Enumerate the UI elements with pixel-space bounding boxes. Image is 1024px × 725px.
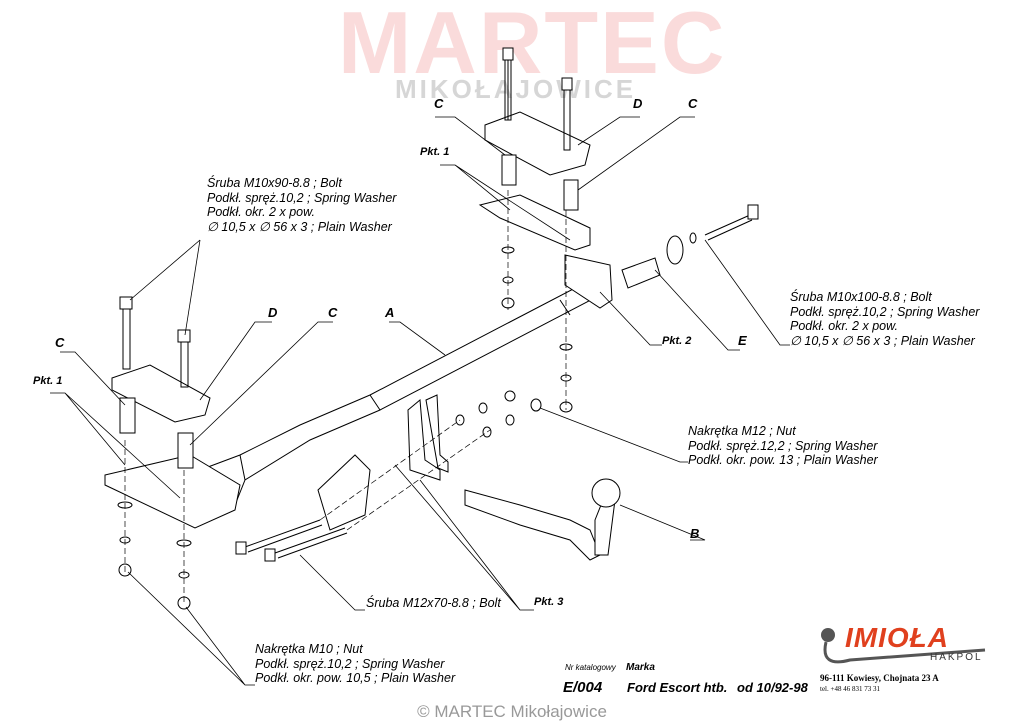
tow-ball — [591, 478, 621, 508]
vehicle-model: Ford Escort htb. — [627, 680, 728, 695]
note-bolt-m10x100: Śruba M10x100-8.8 ; Bolt Podkł. spręż.10… — [790, 290, 979, 348]
note-line: Podkł. spręż.10,2 ; Spring Washer — [255, 656, 445, 671]
label-d: D — [268, 305, 278, 320]
label-e: E — [738, 333, 747, 348]
company-logo-sub: HAKPOL — [930, 652, 983, 663]
spacer-c — [119, 397, 136, 434]
watermark-subtitle: MIKOŁAJOWICE — [395, 74, 637, 104]
note-line: Podkł. okr. 2 x pow. — [207, 205, 315, 219]
label-pkt3: Pkt. 3 — [534, 596, 564, 608]
note-nut-m12: Nakrętka M12 ; Nut Podkł. spręż.12,2 ; S… — [688, 424, 878, 468]
note-line: Nakrętka M10 ; Nut — [255, 642, 363, 656]
label-a: A — [385, 305, 395, 320]
note-line: Śruba M10x100-8.8 ; Bolt — [790, 290, 932, 304]
note-line: Śruba M10x90-8.8 ; Bolt — [207, 176, 342, 190]
catalog-number: E/004 — [563, 679, 603, 696]
brand-label: Marka — [626, 662, 655, 673]
label-d: D — [633, 96, 643, 111]
label-pkt1: Pkt. 1 — [33, 375, 63, 387]
right-bracket — [478, 194, 591, 251]
catalog-number-label: Nr katalogowy — [565, 663, 616, 672]
watermark-title: MARTEC — [338, 0, 727, 92]
label-c: C — [55, 335, 65, 350]
label-c: C — [328, 305, 338, 320]
logo-swoosh-icon — [823, 641, 986, 664]
note-bolt-m10x90: Śruba M10x90-8.8 ; Bolt Podkł. spręż.10,… — [207, 176, 396, 234]
spacer-c — [563, 179, 579, 211]
spacer-e — [621, 257, 661, 289]
note-line: Podkł. okr. 2 x pow. — [790, 319, 898, 333]
crossbar-a — [199, 274, 611, 506]
company-phone: tel. +48 46 831 73 31 — [820, 685, 880, 693]
note-bolt-m12x70: Śruba M12x70-8.8 ; Bolt — [366, 596, 501, 610]
washers — [117, 246, 573, 610]
note-line: Nakrętka M12 ; Nut — [688, 424, 796, 438]
mounting-bracket — [407, 399, 441, 481]
socket-plate — [317, 454, 371, 531]
ball-neck-b — [464, 489, 601, 561]
note-line: ∅ 10,5 x ∅ 56 x 3 ; Plain Washer — [790, 333, 975, 348]
label-c: C — [434, 96, 444, 111]
spacer-c — [501, 154, 517, 186]
company-logo: IMIOŁA — [845, 622, 949, 653]
note-line: Podkł. spręż.10,2 ; Spring Washer — [790, 304, 980, 319]
note-line: Podkł. spręż.10,2 ; Spring Washer — [207, 190, 397, 205]
leader-lines — [50, 116, 790, 686]
note-line: Podkł. spręż.12,2 ; Spring Washer — [688, 438, 878, 453]
label-pkt2: Pkt. 2 — [662, 335, 692, 347]
company-address: 96-111 Kowiesy, Chojnata 23 A — [820, 673, 939, 683]
left-plate-d — [111, 364, 211, 423]
label-c: C — [688, 96, 698, 111]
top-plate-d — [484, 111, 591, 176]
label-pkt1: Pkt. 1 — [420, 146, 450, 158]
note-line: Podkł. okr. pow. 13 ; Plain Washer — [688, 453, 878, 467]
note-nut-m10: Nakrętka M10 ; Nut Podkł. spręż.10,2 ; S… — [255, 642, 455, 686]
right-end-plate — [564, 254, 613, 309]
vehicle-years: od 10/92-98 — [737, 680, 808, 695]
label-b: B — [690, 526, 700, 541]
spacer-c — [177, 432, 194, 469]
copyright-footer: © MARTEC Mikołajowice — [417, 702, 607, 721]
note-line: ∅ 10,5 x ∅ 56 x 3 ; Plain Washer — [207, 219, 392, 234]
logo-ball-icon — [821, 628, 835, 642]
note-line: Podkł. okr. pow. 10,5 ; Plain Washer — [255, 671, 456, 685]
mounting-bracket — [425, 394, 449, 473]
